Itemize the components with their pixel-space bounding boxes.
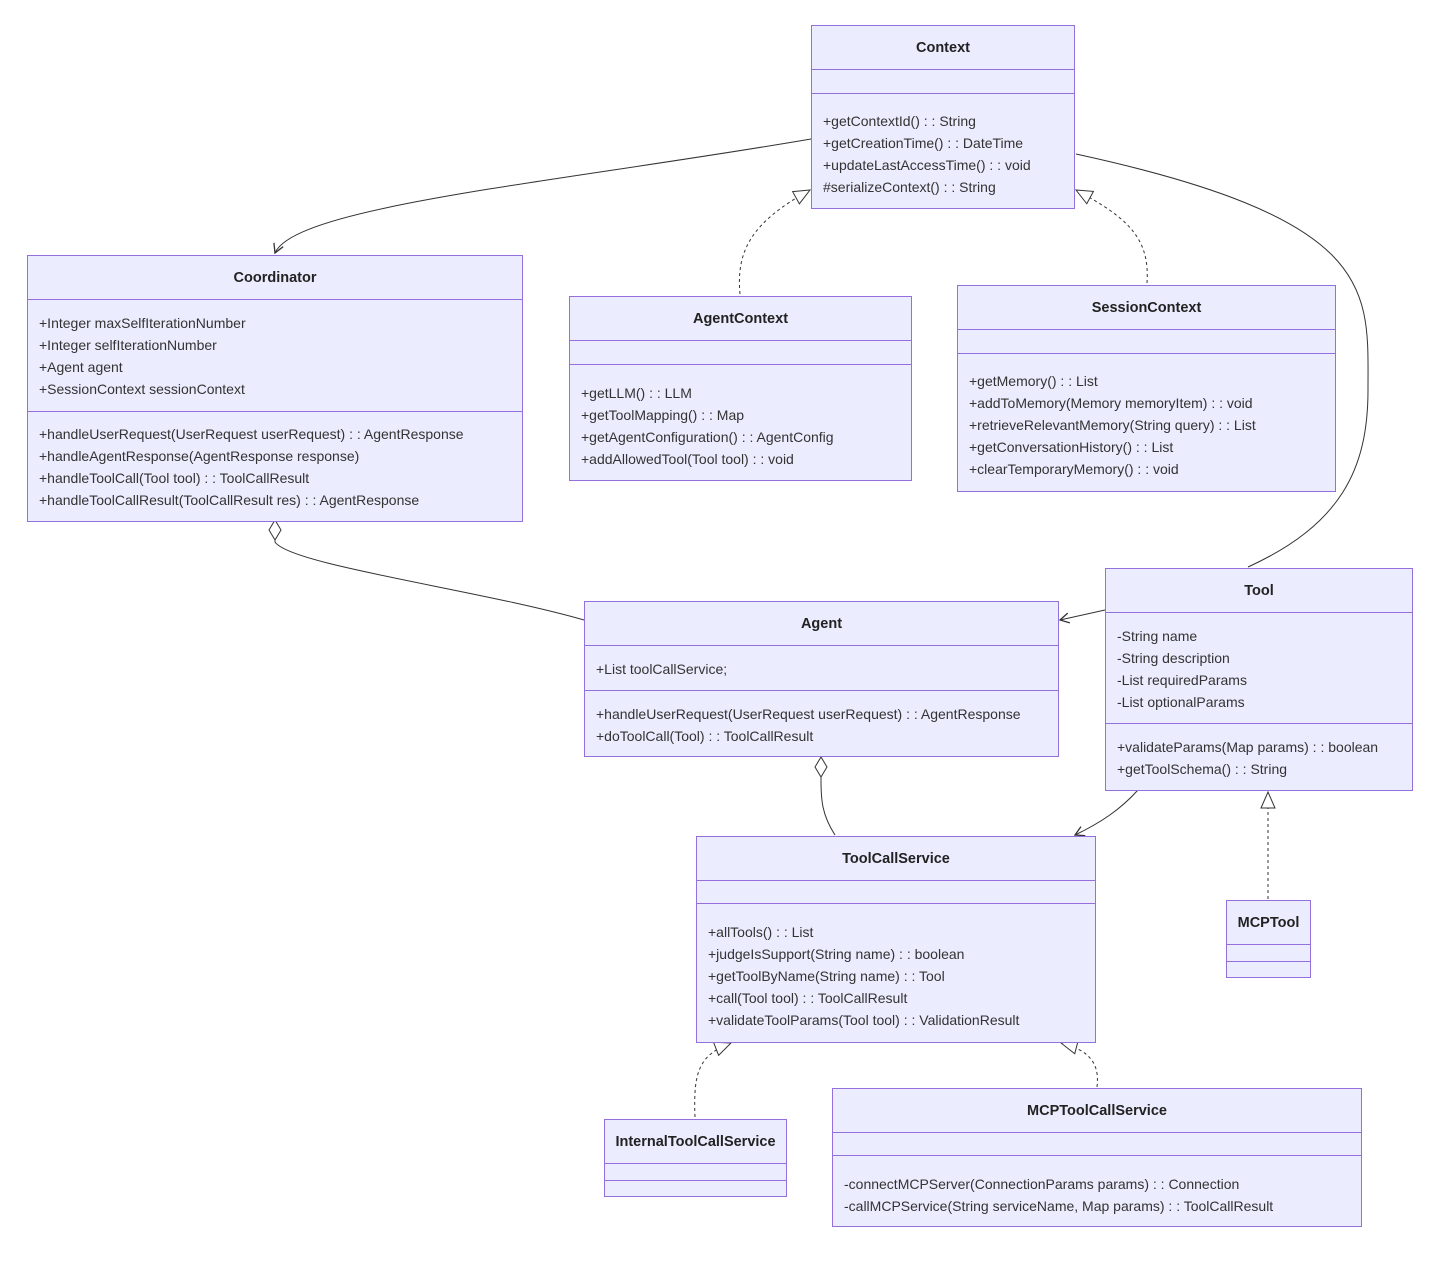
method: +getContextId() : : String (823, 113, 976, 129)
methods-section: +handleUserRequest(UserRequest userReque… (28, 412, 522, 511)
method: +clearTemporaryMemory() : : void (969, 461, 1179, 477)
method: +getConversationHistory() : : List (969, 439, 1174, 455)
method: +getCreationTime() : : DateTime (823, 135, 1024, 151)
attribute: -String name (1117, 628, 1198, 644)
class-mcptoolcallservice: MCPToolCallService -connectMCPServer(Con… (832, 1088, 1362, 1227)
class-name: MCPTool (1227, 901, 1310, 945)
relation-agent-coordinator (275, 520, 585, 621)
method: +doToolCall(Tool) : : ToolCallResult (596, 728, 814, 744)
method: -connectMCPServer(ConnectionParams param… (844, 1176, 1240, 1192)
method: +allTools() : : List (708, 924, 814, 940)
method: +getLLM() : : LLM (581, 385, 692, 401)
class-internaltoolcallservice: InternalToolCallService (604, 1119, 787, 1197)
relation-sessioncontext-context (1074, 189, 1148, 284)
class-toolcallservice: ToolCallService +allTools() : : List +ju… (696, 836, 1096, 1043)
class-name: SessionContext (958, 286, 1335, 330)
methods-section: +handleUserRequest(UserRequest userReque… (585, 691, 1058, 747)
class-agentcontext: AgentContext +getLLM() : : LLM +getToolM… (569, 296, 912, 481)
attribute: -String description (1117, 650, 1230, 666)
class-agent: Agent +List toolCallService; +handleUser… (584, 601, 1059, 757)
class-name: Coordinator (28, 256, 522, 300)
methods-section: +allTools() : : List +judgeIsSupport(Str… (697, 904, 1095, 1031)
attributes-section (1227, 945, 1310, 962)
method: +validateParams(Map params) : : boolean (1117, 739, 1379, 755)
methods-section: -connectMCPServer(ConnectionParams param… (833, 1156, 1361, 1217)
class-name: InternalToolCallService (605, 1120, 786, 1164)
method: +handleUserRequest(UserRequest userReque… (39, 426, 464, 442)
methods-section: +getMemory() : : List +addToMemory(Memor… (958, 354, 1335, 480)
method: +handleToolCallResult(ToolCallResult res… (39, 492, 420, 508)
attribute: +Integer maxSelfIterationNumber (39, 315, 246, 331)
method: +getToolMapping() : : Map (581, 407, 745, 423)
method: +handleToolCall(Tool tool) : : ToolCallR… (39, 470, 310, 486)
attribute: +List toolCallService; (596, 661, 728, 677)
method: +addAllowedTool(Tool tool) : : void (581, 451, 794, 467)
relation-context-coordinator (273, 138, 812, 255)
class-name: Context (812, 26, 1074, 70)
class-coordinator: Coordinator +Integer maxSelfIterationNum… (27, 255, 523, 522)
method: +addToMemory(Memory memoryItem) : : void (969, 395, 1253, 411)
attributes-section: +List toolCallService; (585, 646, 1058, 691)
attributes-section (958, 330, 1335, 354)
method: +getMemory() : : List (969, 373, 1098, 389)
attributes-section: -String name -String description -List r… (1106, 613, 1412, 724)
relation-tool-agent (1058, 609, 1106, 624)
relation-mcptoolcallservice-toolcallservice (1059, 1039, 1098, 1088)
method: +call(Tool tool) : : ToolCallResult (708, 990, 908, 1006)
class-name: Tool (1106, 569, 1412, 613)
method: +updateLastAccessTime() : : void (823, 157, 1031, 173)
class-name: ToolCallService (697, 837, 1095, 881)
attribute: -List requiredParams (1117, 672, 1247, 688)
class-name: AgentContext (570, 297, 911, 341)
method: +handleUserRequest(UserRequest userReque… (596, 706, 1021, 722)
attribute: -List optionalParams (1117, 694, 1245, 710)
attribute: +SessionContext sessionContext (39, 381, 245, 397)
class-name: MCPToolCallService (833, 1089, 1361, 1133)
method: +handleAgentResponse(AgentResponse respo… (39, 448, 360, 464)
methods-section: +validateParams(Map params) : : boolean … (1106, 724, 1412, 780)
class-context: Context +getContextId() : : String +getC… (811, 25, 1075, 209)
methods-section (605, 1181, 786, 1196)
method: +getAgentConfiguration() : : AgentConfig (581, 429, 834, 445)
method: +retrieveRelevantMemory(String query) : … (969, 417, 1256, 433)
attributes-section (697, 881, 1095, 904)
class-sessioncontext: SessionContext +getMemory() : : List +ad… (957, 285, 1336, 492)
attributes-section (570, 341, 911, 365)
relation-context-tool (1075, 153, 1369, 568)
relation-internaltoolcallservice-toolcallservice (694, 1041, 733, 1118)
attribute: +Agent agent (39, 359, 123, 375)
relation-agentcontext-context (738, 189, 812, 295)
attributes-section (605, 1164, 786, 1181)
class-mcptool: MCPTool (1226, 900, 1311, 978)
method: #serializeContext() : : String (823, 179, 996, 195)
methods-section: +getLLM() : : LLM +getToolMapping() : : … (570, 365, 911, 470)
methods-section (1227, 962, 1310, 977)
relation-tool-toolcallservice (1073, 789, 1139, 837)
attributes-section (812, 70, 1074, 94)
method: -callMCPService(String serviceName, Map … (844, 1198, 1274, 1214)
methods-section: +getContextId() : : String +getCreationT… (812, 94, 1074, 198)
method: +getToolSchema() : : String (1117, 761, 1288, 777)
attributes-section (833, 1133, 1361, 1156)
attribute: +Integer selfIterationNumber (39, 337, 217, 353)
class-tool: Tool -String name -String description -L… (1105, 568, 1413, 791)
attributes-section: +Integer maxSelfIterationNumber +Integer… (28, 300, 522, 412)
class-name: Agent (585, 602, 1058, 646)
relation-toolcallservice-agent (821, 757, 836, 836)
method: +getToolByName(String name) : : Tool (708, 968, 945, 984)
method: +judgeIsSupport(String name) : : boolean (708, 946, 965, 962)
method: +validateToolParams(Tool tool) : : Valid… (708, 1012, 1020, 1028)
